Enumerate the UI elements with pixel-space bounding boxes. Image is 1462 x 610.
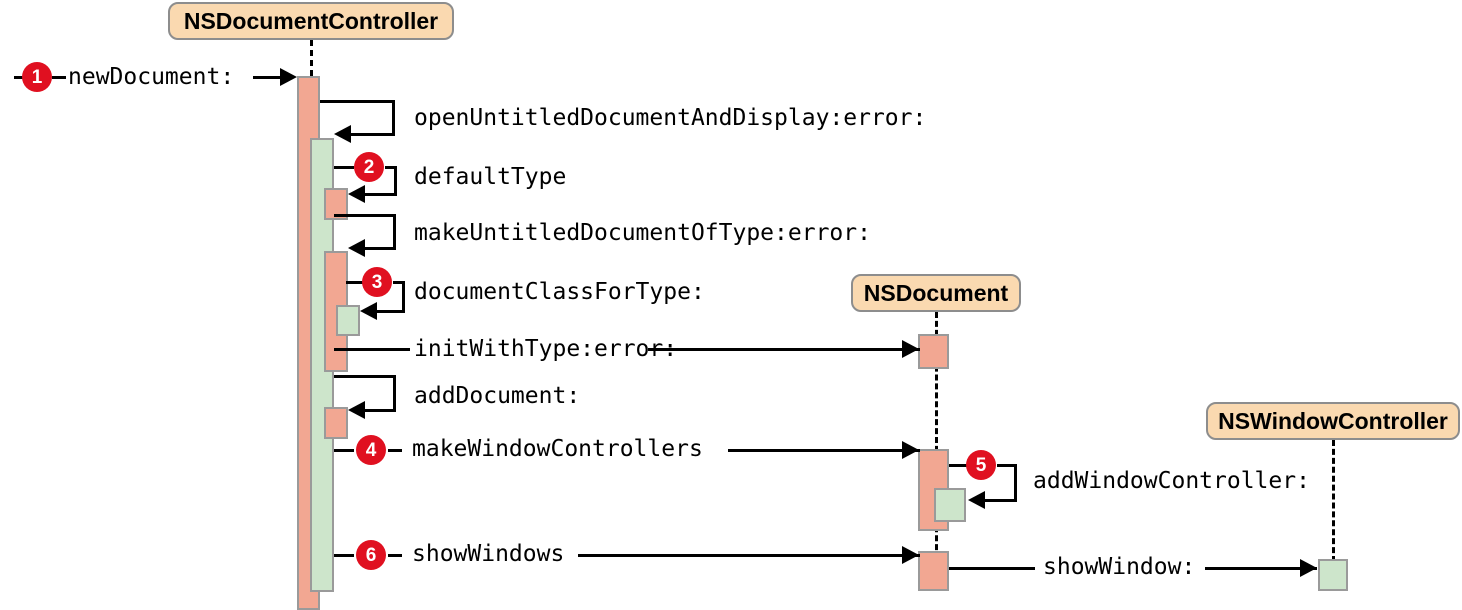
message-4-self-top [334, 214, 396, 217]
message-4-self-bottom [362, 247, 396, 250]
step-badge-4: 4 [356, 435, 386, 465]
message-6-arrow-line-left [334, 348, 410, 351]
step-badge-1-number: 1 [31, 66, 43, 88]
activation-bar-document-add-window-controller [934, 488, 966, 522]
lifeline-nswindowcontroller [1332, 440, 1335, 562]
message-10-arrow-line [578, 554, 920, 557]
actor-box-nswindowcontroller[interactable]: NSWindowController [1206, 402, 1460, 440]
message-10-tick-right [388, 554, 402, 557]
actor-box-nsdocumentcontroller[interactable]: NSDocumentController [168, 2, 454, 40]
message-2-self-top [320, 100, 395, 103]
message-7-label: addDocument: [414, 383, 581, 409]
message-9-self-bottom [983, 499, 1017, 502]
message-1-arrow-line [253, 76, 283, 79]
message-8-label: makeWindowControllers [412, 436, 703, 462]
message-2-label: openUntitledDocumentAndDisplay:error: [414, 105, 927, 131]
message-9-self-top-right [997, 464, 1017, 467]
activation-bar-controller-add-document [324, 407, 348, 439]
lifeline-nsdocumentcontroller [310, 40, 313, 76]
message-1-tick-right [52, 76, 66, 79]
actor-label-nswindowcontroller: NSWindowController [1218, 407, 1448, 434]
step-badge-5: 5 [966, 450, 996, 480]
message-11-arrow-line-left [949, 567, 1035, 570]
message-10-tick-left [334, 554, 354, 557]
step-badge-5-number: 5 [975, 454, 987, 476]
actor-label-nsdocumentcontroller: NSDocumentController [183, 7, 439, 34]
message-3-self-top-right [385, 166, 397, 169]
message-5-self-bottom [374, 310, 405, 313]
message-5-self-top-right [393, 281, 405, 284]
message-4-arrow-head [348, 239, 365, 257]
lifeline-nsdocument [935, 312, 938, 568]
message-10-arrow-head [902, 546, 919, 564]
message-8-tick-left [334, 449, 354, 452]
message-11-arrow-head [1300, 559, 1317, 577]
activation-bar-windowcontroller-show-window [1318, 559, 1348, 591]
message-7-self-right [393, 375, 396, 409]
step-badge-2: 2 [354, 152, 384, 182]
message-2-self-right [392, 100, 395, 133]
message-8-arrow-head [902, 441, 919, 459]
step-badge-6: 6 [356, 540, 386, 570]
message-6-arrow-head [902, 340, 919, 358]
message-7-arrow-head [348, 401, 365, 419]
message-7-self-bottom [362, 409, 396, 412]
message-2-self-bottom [348, 133, 395, 136]
actor-label-nsdocument: NSDocument [863, 279, 1009, 306]
message-6-label: initWithType:error: [414, 336, 678, 362]
message-11-arrow-line-right [1205, 567, 1317, 570]
message-3-self-top-left [334, 166, 354, 169]
message-9-label: addWindowController: [1033, 468, 1310, 494]
message-10-label: showWindows [412, 541, 565, 567]
step-badge-1: 1 [22, 62, 52, 92]
step-badge-3-number: 3 [371, 271, 383, 293]
actor-box-nsdocument[interactable]: NSDocument [851, 274, 1021, 312]
message-8-tick-right [388, 449, 402, 452]
message-7-self-top [334, 375, 396, 378]
activation-bar-document-init [918, 334, 949, 369]
message-1-label: newDocument: [68, 64, 235, 90]
message-5-label: documentClassForType: [414, 279, 705, 305]
message-3-label: defaultType [414, 164, 567, 190]
message-1-arrow-head [280, 68, 297, 86]
activation-bar-document-show-windows [918, 551, 949, 591]
step-badge-2-number: 2 [363, 156, 375, 178]
message-4-self-right [393, 214, 396, 247]
message-8-arrow-line [728, 449, 920, 452]
message-3-self-right [394, 166, 397, 193]
message-11-label: showWindow: [1043, 554, 1196, 580]
message-9-arrow-head [968, 491, 985, 509]
message-3-self-bottom [362, 193, 397, 196]
message-5-self-right [402, 281, 405, 310]
message-2-arrow-head [334, 125, 351, 143]
activation-bar-controller-document-class [336, 305, 360, 336]
message-3-arrow-head [348, 185, 365, 203]
step-badge-6-number: 6 [365, 544, 377, 566]
step-badge-4-number: 4 [365, 439, 377, 461]
message-9-tick-left [949, 464, 967, 467]
message-5-self-top-left [346, 281, 364, 284]
message-5-arrow-head [360, 302, 377, 320]
message-9-self-right [1014, 464, 1017, 499]
message-6-arrow-line-right [648, 348, 920, 351]
message-4-label: makeUntitledDocumentOfType:error: [414, 220, 871, 246]
step-badge-3: 3 [362, 267, 392, 297]
